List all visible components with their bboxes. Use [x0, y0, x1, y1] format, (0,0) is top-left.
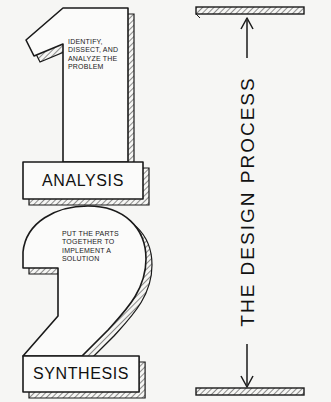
description-text: PUT THE PARTS TOGETHER TO IMPLEMENT A SO… [62, 230, 124, 264]
arrow-head [241, 18, 253, 29]
arrow-head [241, 376, 253, 387]
numeral-block: IDENTIFY, DISSECT, AND ANALYZE THE PROBL… [18, 4, 158, 207]
stage-label: ANALYSIS [42, 173, 124, 189]
stage-label: SYNTHESIS [33, 366, 129, 382]
arrow-line [246, 344, 248, 385]
description-text: IDENTIFY, DISSECT, AND ANALYZE THE PROBL… [68, 38, 124, 72]
pedestal-box [23, 356, 139, 392]
numeral-block: PUT THE PARTS TOGETHER TO IMPLEMENT A SO… [18, 204, 158, 400]
vertical-title: THE DESIGN PROCESS [237, 76, 256, 326]
top-bar [196, 7, 304, 14]
bar-edge [196, 14, 200, 18]
arrow-line [246, 20, 248, 58]
numeral-face [26, 8, 128, 162]
numeral-face [23, 206, 146, 356]
bottom-bar [196, 388, 304, 395]
pedestal-box [23, 162, 143, 199]
